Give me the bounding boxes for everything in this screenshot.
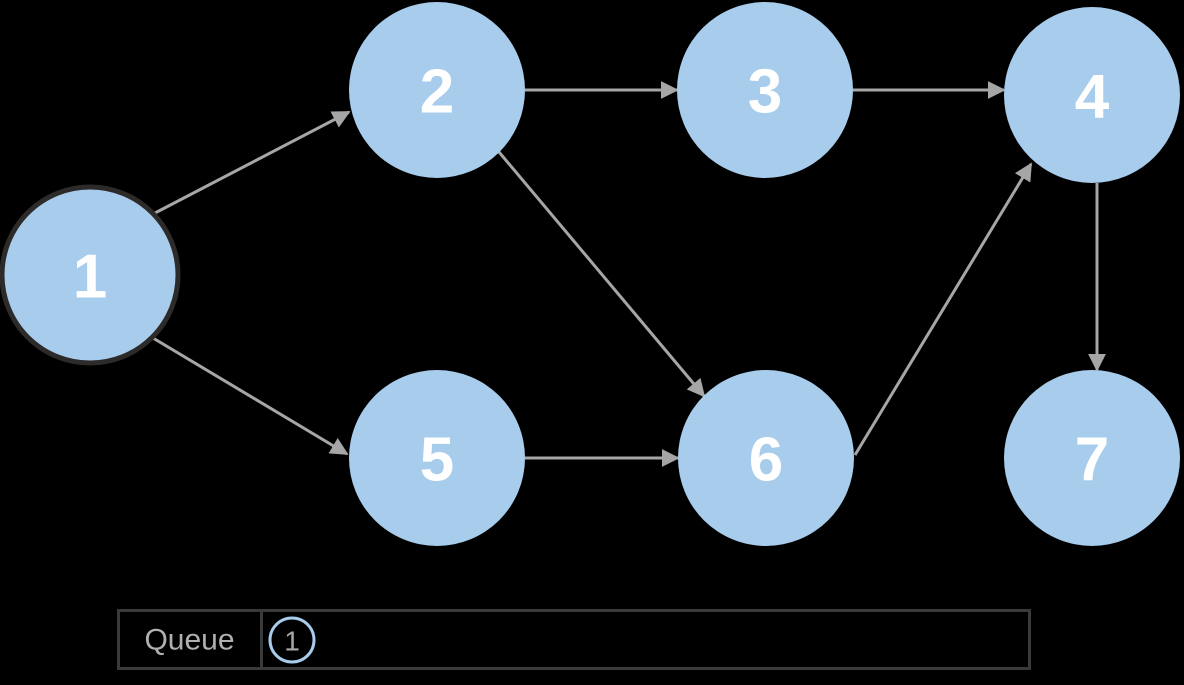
graph-node-circle-5[interactable] [349, 370, 525, 546]
graph-edge-1-2 [154, 110, 351, 215]
graph-node-circle-3[interactable] [677, 2, 853, 178]
graph-node-2[interactable]: 2 [349, 2, 525, 178]
graph-edge-6-4 [853, 162, 1033, 456]
graph-node-circle-2[interactable] [349, 2, 525, 178]
graph-node-circle-1[interactable] [0, 184, 181, 366]
graph-node-circle-6[interactable] [678, 370, 854, 546]
queue-box-outer [117, 609, 1031, 670]
queue-label: Queue [144, 624, 234, 657]
queue-item-ring-1 [268, 616, 316, 664]
graph-edge-2-6 [497, 151, 706, 398]
queue-item-label-1: 1 [284, 626, 300, 657]
graph-node-5[interactable]: 5 [349, 370, 525, 546]
graph-node-3[interactable]: 3 [677, 2, 853, 178]
graph-node-circle-4[interactable] [1004, 7, 1180, 183]
graph-node-1[interactable]: 1 [0, 184, 181, 366]
graph-node-4[interactable]: 4 [1004, 7, 1180, 183]
queue-panel: Queue 1 [117, 609, 1031, 670]
graph-node-circle-7[interactable] [1004, 370, 1180, 546]
queue-item[interactable]: 1 [268, 616, 316, 664]
graph-node-6[interactable]: 6 [678, 370, 854, 546]
graph-node-7[interactable]: 7 [1004, 370, 1180, 546]
edges-layer [152, 81, 1106, 467]
graph-edge-1-5 [152, 336, 349, 456]
